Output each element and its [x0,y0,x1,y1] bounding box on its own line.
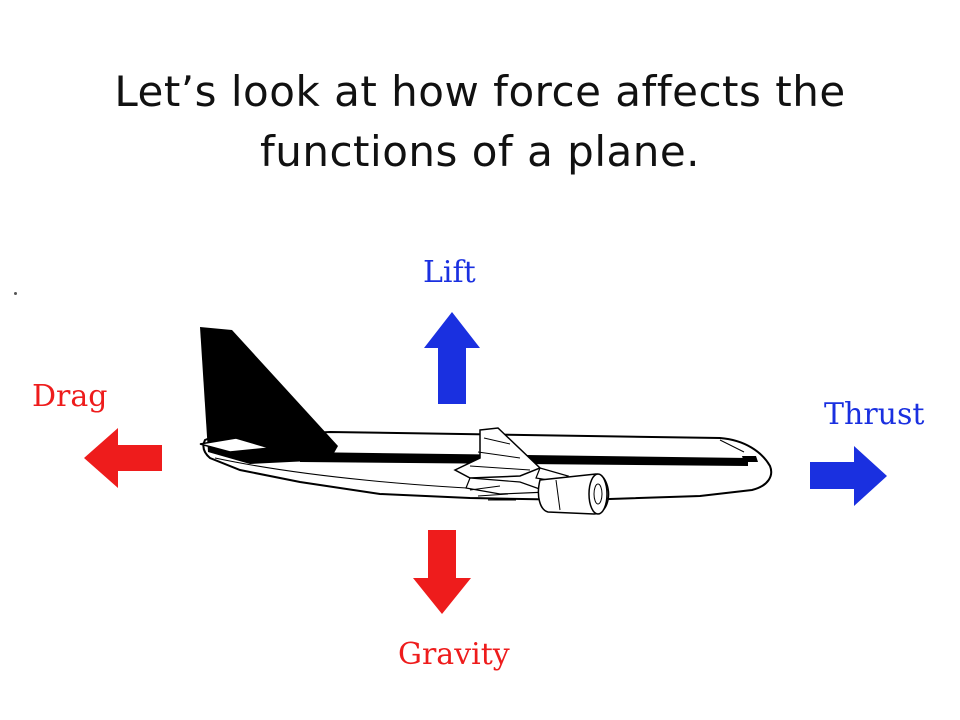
arrow-up-icon [424,312,480,404]
airplane-cockpit [742,456,758,462]
title-line-1: Let’s look at how force affects the [114,67,846,116]
airplane-wing-detail [469,437,531,471]
drag-label: Drag [32,379,108,414]
page-title: Let’s look at how force affects the func… [0,62,960,182]
airplane-engine-line [555,479,561,511]
airplane-tail-fin [200,327,338,464]
airplane-stabilizer [199,437,271,453]
airplane-wing [453,427,542,479]
title-line-2: functions of a plane. [259,127,701,176]
stray-dot [14,292,17,295]
airplane-icon [199,327,773,515]
arrow-right-icon [810,446,887,506]
airplane-lower-wing [465,477,549,495]
thrust-label: Thrust [824,397,925,432]
gravity-label: Gravity [398,637,510,672]
airplane-nose-line [719,439,745,453]
arrow-down-icon [413,530,471,614]
airplane-fairing [469,485,516,501]
lift-label: Lift [423,255,476,290]
arrow-left-icon [84,428,162,488]
airplane-engine-core [593,483,603,505]
